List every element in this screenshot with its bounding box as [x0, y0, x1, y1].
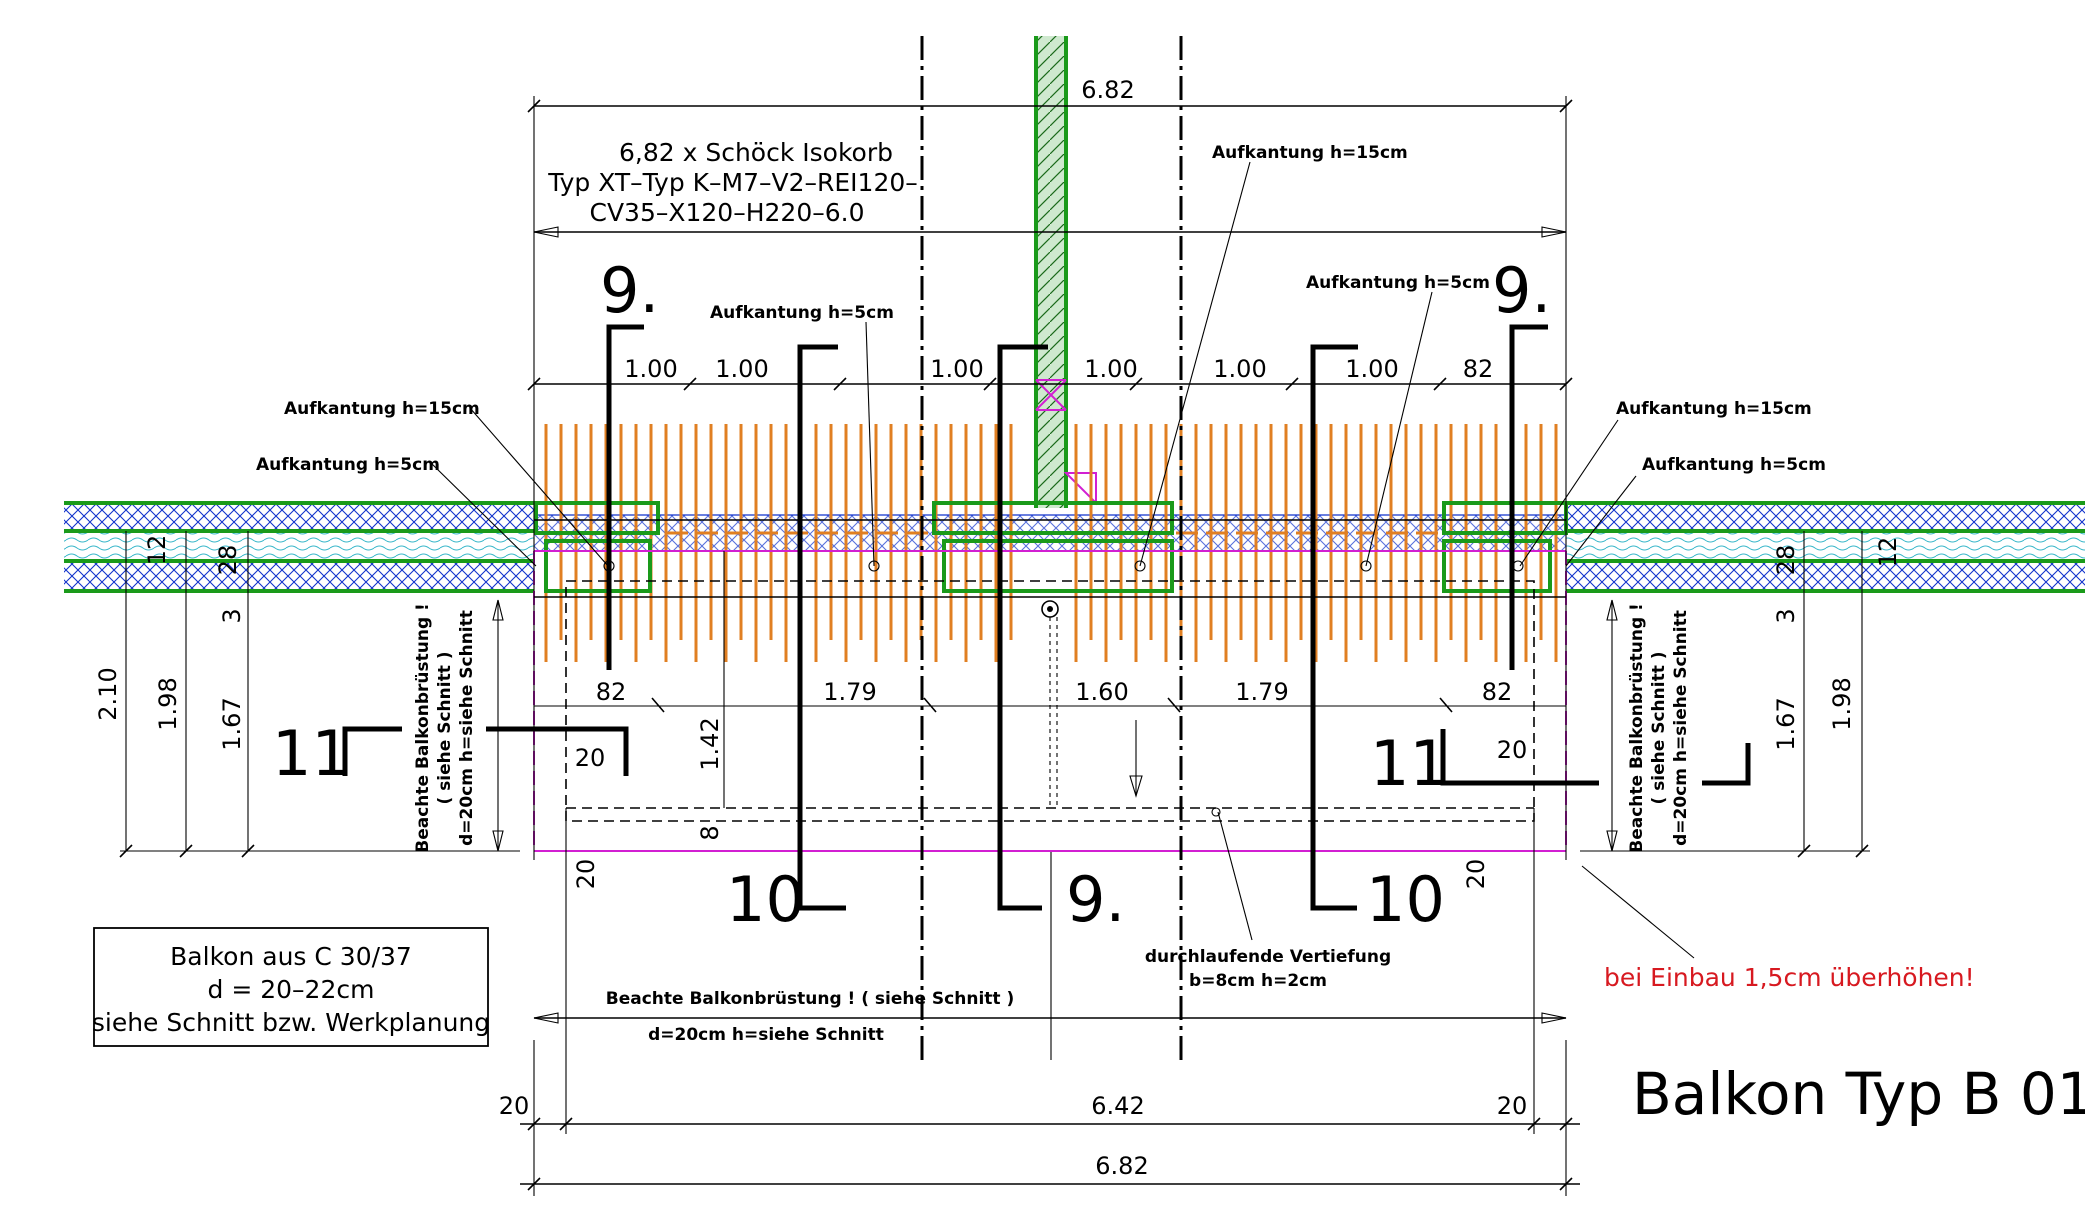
- right-vertical-dims: [1580, 531, 1870, 858]
- dim-tick: [1129, 377, 1143, 391]
- dim-left-12: 12: [143, 535, 171, 566]
- dim-tick: [1285, 377, 1299, 391]
- dim-inner-3: 1.60: [1075, 678, 1128, 706]
- dim-tick: [1559, 377, 1573, 391]
- dim-tick: [683, 377, 697, 391]
- label-aufkantung-5-right-top: Aufkantung h=5cm: [1306, 273, 1490, 293]
- dim-bottom-20-left: 20: [499, 1092, 530, 1120]
- brustung-right-1: Beachte Balkonbrüstung !: [1627, 603, 1647, 853]
- dim-20-right-inner: 20: [1497, 736, 1528, 764]
- dim-20-left-bottom: 20: [572, 859, 600, 890]
- dim-inner-1: 82: [596, 678, 627, 706]
- material-line2: d = 20–22cm: [208, 975, 375, 1004]
- isokorb-label-line1: 6,82 x Schöck Isokorb: [619, 138, 893, 167]
- dim-right-28: 28: [1772, 545, 1800, 576]
- dim-top-seg-3: 1.00: [930, 355, 983, 383]
- label-vertiefung-2: b=8cm h=2cm: [1189, 971, 1327, 991]
- section-mark-9-right: 9.: [1492, 254, 1551, 327]
- dim-inner-4: 1.79: [1235, 678, 1288, 706]
- vertical-wall: [1034, 36, 1097, 508]
- balcony-slab: [533, 519, 1567, 852]
- top-segment-ticks: [527, 377, 1573, 391]
- dim-right-3: 3: [1772, 608, 1800, 623]
- wall-band-left: [64, 501, 534, 593]
- dim-bottom-20-right: 20: [1497, 1092, 1528, 1120]
- label-aufkantung-5-right: Aufkantung h=5cm: [1642, 455, 1826, 475]
- dim-left-3: 3: [218, 608, 246, 623]
- dim-right-198: 1.98: [1828, 677, 1856, 730]
- dim-tick: [527, 377, 541, 391]
- dim-tick: [983, 377, 997, 391]
- dim-tick: [1433, 377, 1447, 391]
- section-mark-10-right: 10: [1366, 863, 1445, 936]
- label-aufkantung-15-right: Aufkantung h=15cm: [1616, 399, 1812, 419]
- dim-left-167: 1.67: [218, 697, 246, 750]
- drawing-title: Balkon Typ B 01: [1632, 1060, 2085, 1128]
- isokorb-label-line3: CV35–X120–H220–6.0: [590, 198, 865, 227]
- dim-top-seg-1: 1.00: [624, 355, 677, 383]
- dim-top-seg-5: 1.00: [1213, 355, 1266, 383]
- dim-inner-2: 1.79: [823, 678, 876, 706]
- dim-right-167: 1.67: [1772, 697, 1800, 750]
- material-line3: siehe Schnitt bzw. Werkplanung: [92, 1008, 490, 1037]
- camber-note: bei Einbau 1,5cm überhöhen!: [1604, 963, 1975, 992]
- dim-left-198: 1.98: [154, 677, 182, 730]
- wall-band-right: [1566, 501, 2085, 593]
- dim-bottom-642: 6.42: [1091, 1092, 1144, 1120]
- dim-20-right-bottom: 20: [1462, 859, 1490, 890]
- section-mark-10-left: 10: [726, 863, 805, 936]
- label-aufkantung-15-left: Aufkantung h=15cm: [284, 399, 480, 419]
- label-brustung-bottom-1: Beachte Balkonbrüstung ! ( siehe Schnitt…: [606, 989, 1014, 1009]
- material-box: [93, 927, 489, 1047]
- brustung-right-2: ( siehe Schnitt ): [1649, 651, 1669, 804]
- section-cuts: [342, 324, 1751, 911]
- dim-left-28: 28: [214, 545, 242, 576]
- dim-top-total: 6.82: [1081, 76, 1134, 104]
- label-aufkantung-5-center: Aufkantung h=5cm: [710, 303, 894, 323]
- top-dimension-lines: [527, 96, 1573, 860]
- brustung-right-3: d=20cm h=siehe Schnitt: [1671, 610, 1691, 846]
- label-aufkantung-5-left: Aufkantung h=5cm: [256, 455, 440, 475]
- dim-inner-5: 82: [1482, 678, 1513, 706]
- label-brustung-bottom-2: d=20cm h=siehe Schnitt: [648, 1025, 884, 1045]
- section-mark-11-right: 11: [1370, 727, 1449, 800]
- dim-top-seg-4: 1.00: [1084, 355, 1137, 383]
- brustung-left-1: Beachte Balkonbrüstung !: [413, 603, 433, 853]
- section-mark-9-left: 9.: [600, 254, 659, 327]
- leader-lines: [431, 161, 1695, 959]
- isokorb-label-line2: Typ XT–Typ K–M7–V2–REI120–: [547, 168, 918, 197]
- dim-right-12: 12: [1874, 537, 1902, 568]
- dim-bottom-682: 6.82: [1095, 1152, 1148, 1180]
- section-mark-9-bottom: 9.: [1066, 863, 1125, 936]
- bottom-dimension-lines: [520, 870, 1580, 1196]
- bottom-balustrade-dim: [533, 1012, 1567, 1024]
- dim-20-left-inner: 20: [575, 744, 606, 772]
- brustung-left-2: ( siehe Schnitt ): [435, 651, 455, 804]
- dim-tick: [833, 377, 847, 391]
- axis-lines: [920, 36, 1183, 1060]
- left-vertical-dims: [119, 531, 520, 858]
- label-aufkantung-15-center: Aufkantung h=15cm: [1212, 143, 1408, 163]
- dim-left-210: 2.10: [94, 667, 122, 720]
- dim-8: 8: [696, 825, 724, 840]
- brustung-left-3: d=20cm h=siehe Schnitt: [457, 610, 477, 846]
- material-line1: Balkon aus C 30/37: [170, 942, 412, 971]
- dim-top-seg-2: 1.00: [715, 355, 768, 383]
- section-mark-11-left: 11: [272, 717, 351, 790]
- upstand-boxes: [534, 501, 1568, 593]
- inner-dimension-line: [534, 697, 1566, 713]
- dim-top-seg-6: 1.00: [1345, 355, 1398, 383]
- dim-top-seg-7: 82: [1463, 355, 1494, 383]
- label-vertiefung-1: durchlaufende Vertiefung: [1145, 947, 1391, 967]
- dim-142: 1.42: [696, 717, 724, 770]
